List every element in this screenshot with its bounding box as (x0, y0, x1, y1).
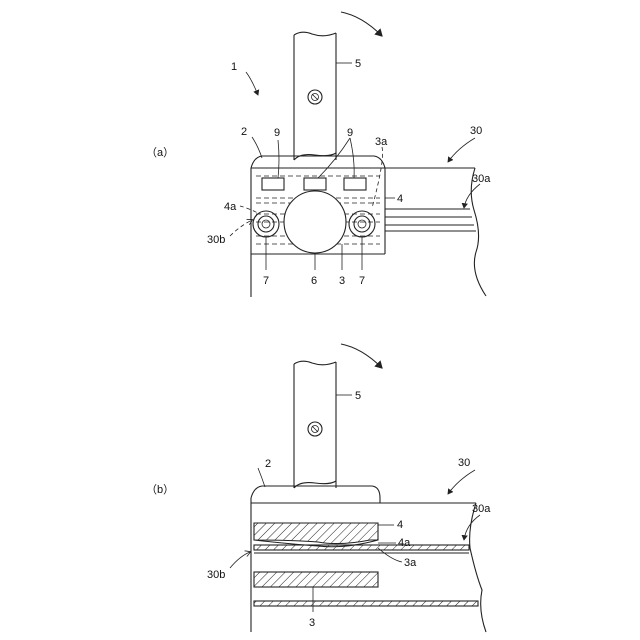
label-base-b: 3 (309, 617, 315, 629)
strip-groove-b (254, 545, 469, 550)
base-block-b (254, 572, 378, 587)
label-shaft-a: 5 (355, 58, 361, 70)
label-target-surface-b: 30a (472, 503, 491, 515)
label-groove-b: 3a (404, 557, 417, 569)
label-target-surface-a: 30a (472, 173, 491, 185)
bolt-right (344, 178, 366, 190)
label-block-b: 2 (265, 458, 271, 470)
label-base-a: 3 (339, 275, 345, 287)
screw-left (253, 211, 279, 237)
shaft-a (294, 32, 336, 160)
label-target-b: 30 (458, 457, 470, 469)
label-screw-right-a: 7 (359, 275, 365, 287)
label-bolt-left-a: 9 (274, 127, 280, 139)
shaft-b (294, 361, 336, 488)
bolt-left (262, 178, 284, 190)
label-edge-b: 4a (398, 537, 411, 549)
label-screw-left-a: 7 (263, 275, 269, 287)
label-side-a: 30b (207, 234, 225, 246)
label-shaft-b: 5 (355, 390, 361, 402)
figure-b-panel-label: （b） (146, 483, 174, 496)
label-roller-a: 6 (311, 275, 317, 287)
figure-a: （a） (146, 12, 491, 297)
screw-right (349, 211, 375, 237)
label-plate-a: 4 (397, 193, 403, 205)
label-edge-a: 4a (224, 201, 237, 213)
target-body-a (385, 168, 486, 296)
block-b (251, 486, 476, 632)
label-side-b: 30b (207, 569, 225, 581)
figure-a-panel-label: （a） (146, 146, 174, 159)
label-block-a: 2 (241, 126, 247, 138)
plate-b (254, 523, 378, 544)
label-assembly-a: 1 (231, 61, 237, 73)
label-groove-a: 3a (375, 136, 388, 148)
label-plate-b: 4 (397, 519, 403, 531)
bottom-strip-b (254, 601, 478, 606)
figure-b: （b） (146, 344, 491, 632)
label-target-a: 30 (470, 125, 482, 137)
rotation-arrow-a (341, 12, 382, 36)
label-bolt-right-a: 9 (347, 127, 353, 139)
bolt-center (304, 178, 326, 190)
roller (284, 191, 346, 253)
rotation-arrow-b (341, 344, 382, 368)
